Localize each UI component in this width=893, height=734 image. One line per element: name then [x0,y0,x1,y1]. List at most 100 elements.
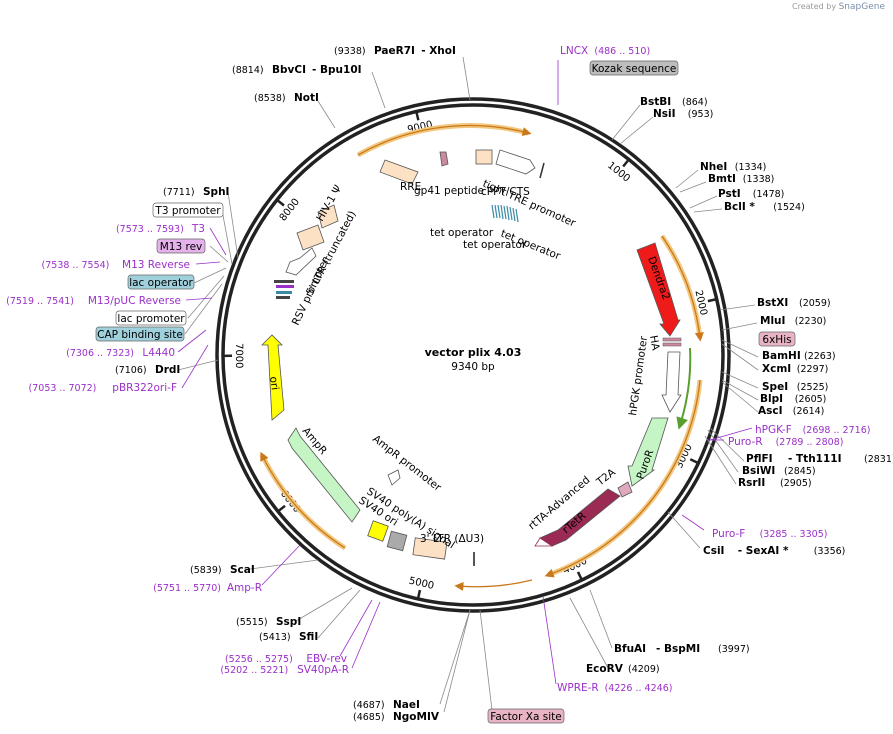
label-gp41: gp41 peptide [414,185,484,197]
enzyme-site: CsiI- SexAI *(3356) [703,545,845,557]
primer-name: hPGK-F [755,424,792,436]
primer-range: (7573 .. 7593) [116,224,184,235]
tight-tre-feature [495,149,536,175]
primer-name: WPRE-R [557,682,599,694]
enzyme-site: BstXI(2059) [757,297,831,309]
enzyme-site: (8538) NotI [254,92,319,104]
enzyme-name: NheI [700,161,727,173]
m13-rev-label: M13 rev [156,238,206,254]
primer-range: (7538 .. 7554) [42,260,110,271]
rre-feature [379,159,419,185]
enzyme-name: NaeI [393,699,420,711]
ha-his-feature [662,337,682,347]
orf-arrow-top [357,124,532,156]
primer-name: Puro-F [712,528,745,540]
enzyme-site: BstBI(864) [640,96,708,108]
ampr-feature [287,427,361,523]
primer-labels: LNCX(486 .. 510)hPGK-F(2698 .. 2716)Puro… [6,45,870,694]
enzyme-position: (4687) [353,700,385,711]
backbone-outer-ring [215,97,731,613]
his-label: 6xHis [758,331,796,347]
enzyme-name: XcmI [762,363,791,375]
enzyme-site: PstI(1478) [718,188,784,200]
primer-site: EBV-rev(5256 .. 5275) [225,653,347,665]
enzyme-position: (1478) [753,189,785,200]
enzyme-name-extra: - BspMI [656,643,700,655]
enzyme-name: BsiWI [742,465,775,477]
enzyme-site: (9338)PaeR7I- XhoI [334,45,456,57]
tick-mark [276,198,285,207]
puro-arc [676,347,692,430]
enzyme-site: MluI(2230) [760,315,826,327]
kozak-label: Kozak sequence [589,60,679,76]
t2a-feature [617,481,633,498]
enzyme-site: XcmI (2297) [762,363,828,375]
cppt-feature [475,149,493,165]
orf-arrow-rtta [544,379,701,578]
hpgk-promoter-feature [661,351,682,413]
primer-name: pBR322ori-F [112,382,177,394]
enzyme-site: NheI(1334) [700,161,766,173]
label-3-ltr: 3' LTR (ΔU3) [420,533,484,545]
factor-xa-label: Factor Xa site [487,708,565,724]
enzyme-position: (9338) [334,46,366,57]
enzyme-position: (8814) [232,65,264,76]
enzyme-position: (8538) [254,93,286,104]
primer-range: (7053 .. 7072) [29,383,97,394]
primer-site: pBR322ori-F (7053 .. 7072) [29,382,177,394]
tick-mark [622,158,630,168]
orf-arrow-ampr [260,451,346,549]
svg-text:6xHis: 6xHis [762,334,791,346]
enzyme-position: (2614) [793,406,825,417]
enzyme-name: BamHI [762,350,801,362]
enzyme-position: (2230) [795,316,827,327]
enzyme-position: (2831) [864,454,893,465]
tick-mark [415,111,420,121]
enzyme-name: PflFI [746,453,773,465]
enzyme-name: NotI [294,92,319,104]
primer-range: (2789 .. 2808) [776,437,844,448]
enzyme-site: (4685)NgoMIV [353,711,440,723]
enzyme-site: BamHI(2263) [762,350,836,362]
tick-mark [416,589,422,600]
tick-label: 5000 [408,576,435,592]
enzyme-site: BlpI(2605) [760,393,826,405]
label-ampr-promoter: AmpR promoter [370,433,444,494]
label-rre: RRE [400,181,421,193]
enzyme-name: PaeR7I [374,45,415,57]
enzyme-name: NsiI [653,108,676,120]
enzyme-name: SfiI [299,631,318,643]
enzyme-position: (2845) [784,466,816,477]
label-cppt: cPPT/CTS [481,186,530,198]
enzyme-site: BmtI(1338) [708,173,774,185]
primer-site: SV40pA-R(5202 .. 5221) [220,664,349,676]
enzyme-site: (5413)SfiI [259,631,318,643]
primer-name: M13 Reverse [122,259,190,271]
enzyme-position: (864) [682,97,708,108]
enzyme-site: (4687) NaeI [353,699,420,711]
tick-label: 8000 [278,197,302,224]
leader-lines [177,56,759,713]
enzyme-position: (2297) [797,364,829,375]
enzyme-site: BfuAI- BspMI(3997) [614,643,750,655]
lac-operator-label: lac operator [127,274,195,290]
primer-site: hPGK-F(2698 .. 2716) [755,424,870,436]
label-tet-operator-1: tet operator [430,227,494,239]
primer-name: Amp-R [227,582,262,594]
enzyme-site: (5839)ScaI [190,564,255,576]
svg-text:lac operator: lac operator [129,277,193,289]
enzyme-position: (5839) [190,565,222,576]
enzyme-site: (5515)SspI [236,616,301,628]
enzyme-name-extra: - SexAI * [738,545,789,557]
enzyme-site: BclI *(1524) [724,201,805,213]
primer-site: Amp-R(5751 .. 5770) [153,582,262,594]
enzyme-site: SpeI(2525) [762,381,828,393]
enzyme-name: BfuAI [614,643,646,655]
sv40-polya-feature [386,530,408,552]
enzyme-name: RsrII [738,477,765,489]
restriction-enzymes: (9338)PaeR7I- XhoI(8814)BbvCI- Bpu10I(85… [115,45,893,723]
orf-arc-rtta [547,379,703,578]
label-ha: HA [647,334,662,352]
orf-arrow-bottom [454,579,533,591]
